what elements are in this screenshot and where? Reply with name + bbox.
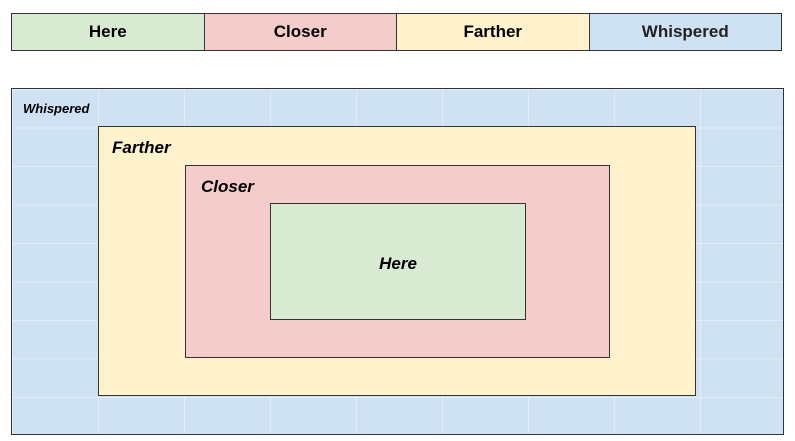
region-whispered-label: Whispered (23, 101, 90, 116)
region-farther-label: Farther (112, 138, 171, 157)
region-here: Here (270, 203, 526, 320)
region-closer-label: Closer (201, 177, 254, 196)
legend-here: Here (11, 14, 204, 50)
legend-farther: Farther (396, 14, 589, 50)
legend-closer: Closer (203, 14, 396, 50)
legend-bar: Here Closer Farther Whispered (11, 13, 782, 51)
region-here-label: Here (379, 254, 417, 273)
legend-whispered: Whispered (588, 14, 782, 50)
